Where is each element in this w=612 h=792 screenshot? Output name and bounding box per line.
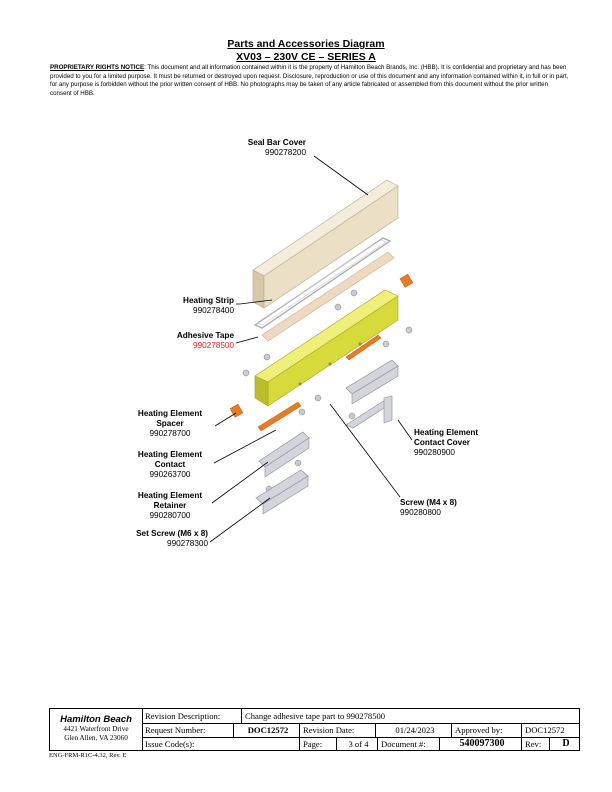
rev-value: D <box>562 738 570 749</box>
approved-by-label: Approved by: <box>452 723 522 737</box>
heating-strip-drawing <box>253 237 392 329</box>
revision-description-value: Change adhesive tape part to 990278500 <box>245 711 386 721</box>
request-row: Request Number: DOC12572 Revision Date: … <box>142 723 579 738</box>
company-address-line1: 4421 Waterfront Drive <box>63 725 129 733</box>
label-set-screw: Set Screw (M6 x 8)990278300 <box>136 529 208 549</box>
issue-codes-label: Issue Code(s): <box>142 737 300 751</box>
company-block: Hamilton Beach 4421 Waterfront Drive Gle… <box>50 709 143 750</box>
approved-by-value: DOC12572 <box>525 725 565 735</box>
revision-description-row: Revision Description: Change adhesive ta… <box>142 709 579 724</box>
rev-label: Rev: <box>522 737 550 751</box>
adhesive-tape-drawing <box>261 251 395 342</box>
form-identifier: ENG-FRM-R1C-4.32, Rev. E <box>49 752 127 759</box>
page-subtitle: XV03 – 230V CE – SERIES A <box>236 51 376 63</box>
notice-label: PROPRIETARY RIGHTS NOTICE <box>50 64 145 71</box>
issue-row: Issue Code(s): Page: 3 of 4 Document #: … <box>142 737 579 751</box>
company-logo: Hamilton Beach <box>60 714 132 725</box>
page-label: Page: <box>300 737 337 751</box>
page-title: Parts and Accessories Diagram <box>227 38 385 50</box>
revision-description-label: Revision Description: <box>142 709 242 723</box>
request-number-value: DOC12572 <box>234 723 300 737</box>
leader-lines <box>209 155 413 543</box>
request-number-label: Request Number: <box>142 723 234 737</box>
revision-block: Hamilton Beach 4421 Waterfront Drive Gle… <box>49 708 580 751</box>
proprietary-notice: PROPRIETARY RIGHTS NOTICE: This document… <box>50 64 570 98</box>
contact-blocks-drawing <box>255 359 399 515</box>
orange-spacers-drawing <box>229 273 414 432</box>
seal-bar-cover-drawing <box>252 179 399 309</box>
document-number-value: 540097300 <box>440 737 522 751</box>
notice-text: : This document and all information cont… <box>50 64 569 97</box>
company-address-line2: Glen Allen, VA 23060 <box>64 734 128 742</box>
revision-date-label: Revision Date: <box>300 723 376 737</box>
heating-element-channel-drawing <box>254 289 399 407</box>
page-value: 3 of 4 <box>337 737 378 751</box>
document-number-label: Document #: <box>378 737 440 751</box>
revision-date-value: 01/24/2023 <box>376 723 452 737</box>
label-screw-m4: Screw (M4 x 8)990280800 <box>400 498 457 518</box>
